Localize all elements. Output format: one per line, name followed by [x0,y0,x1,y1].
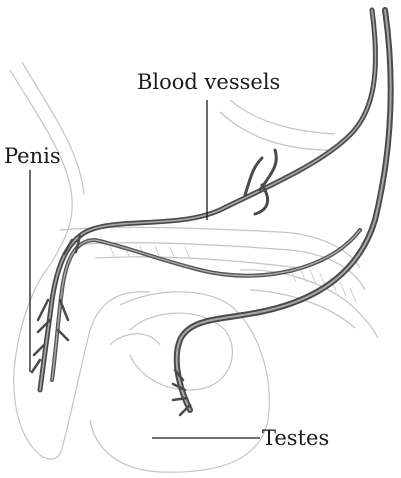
label-blood-vessels: Blood vessels [137,72,280,93]
label-testes: Testes [262,428,329,449]
label-penis: Penis [4,146,61,167]
